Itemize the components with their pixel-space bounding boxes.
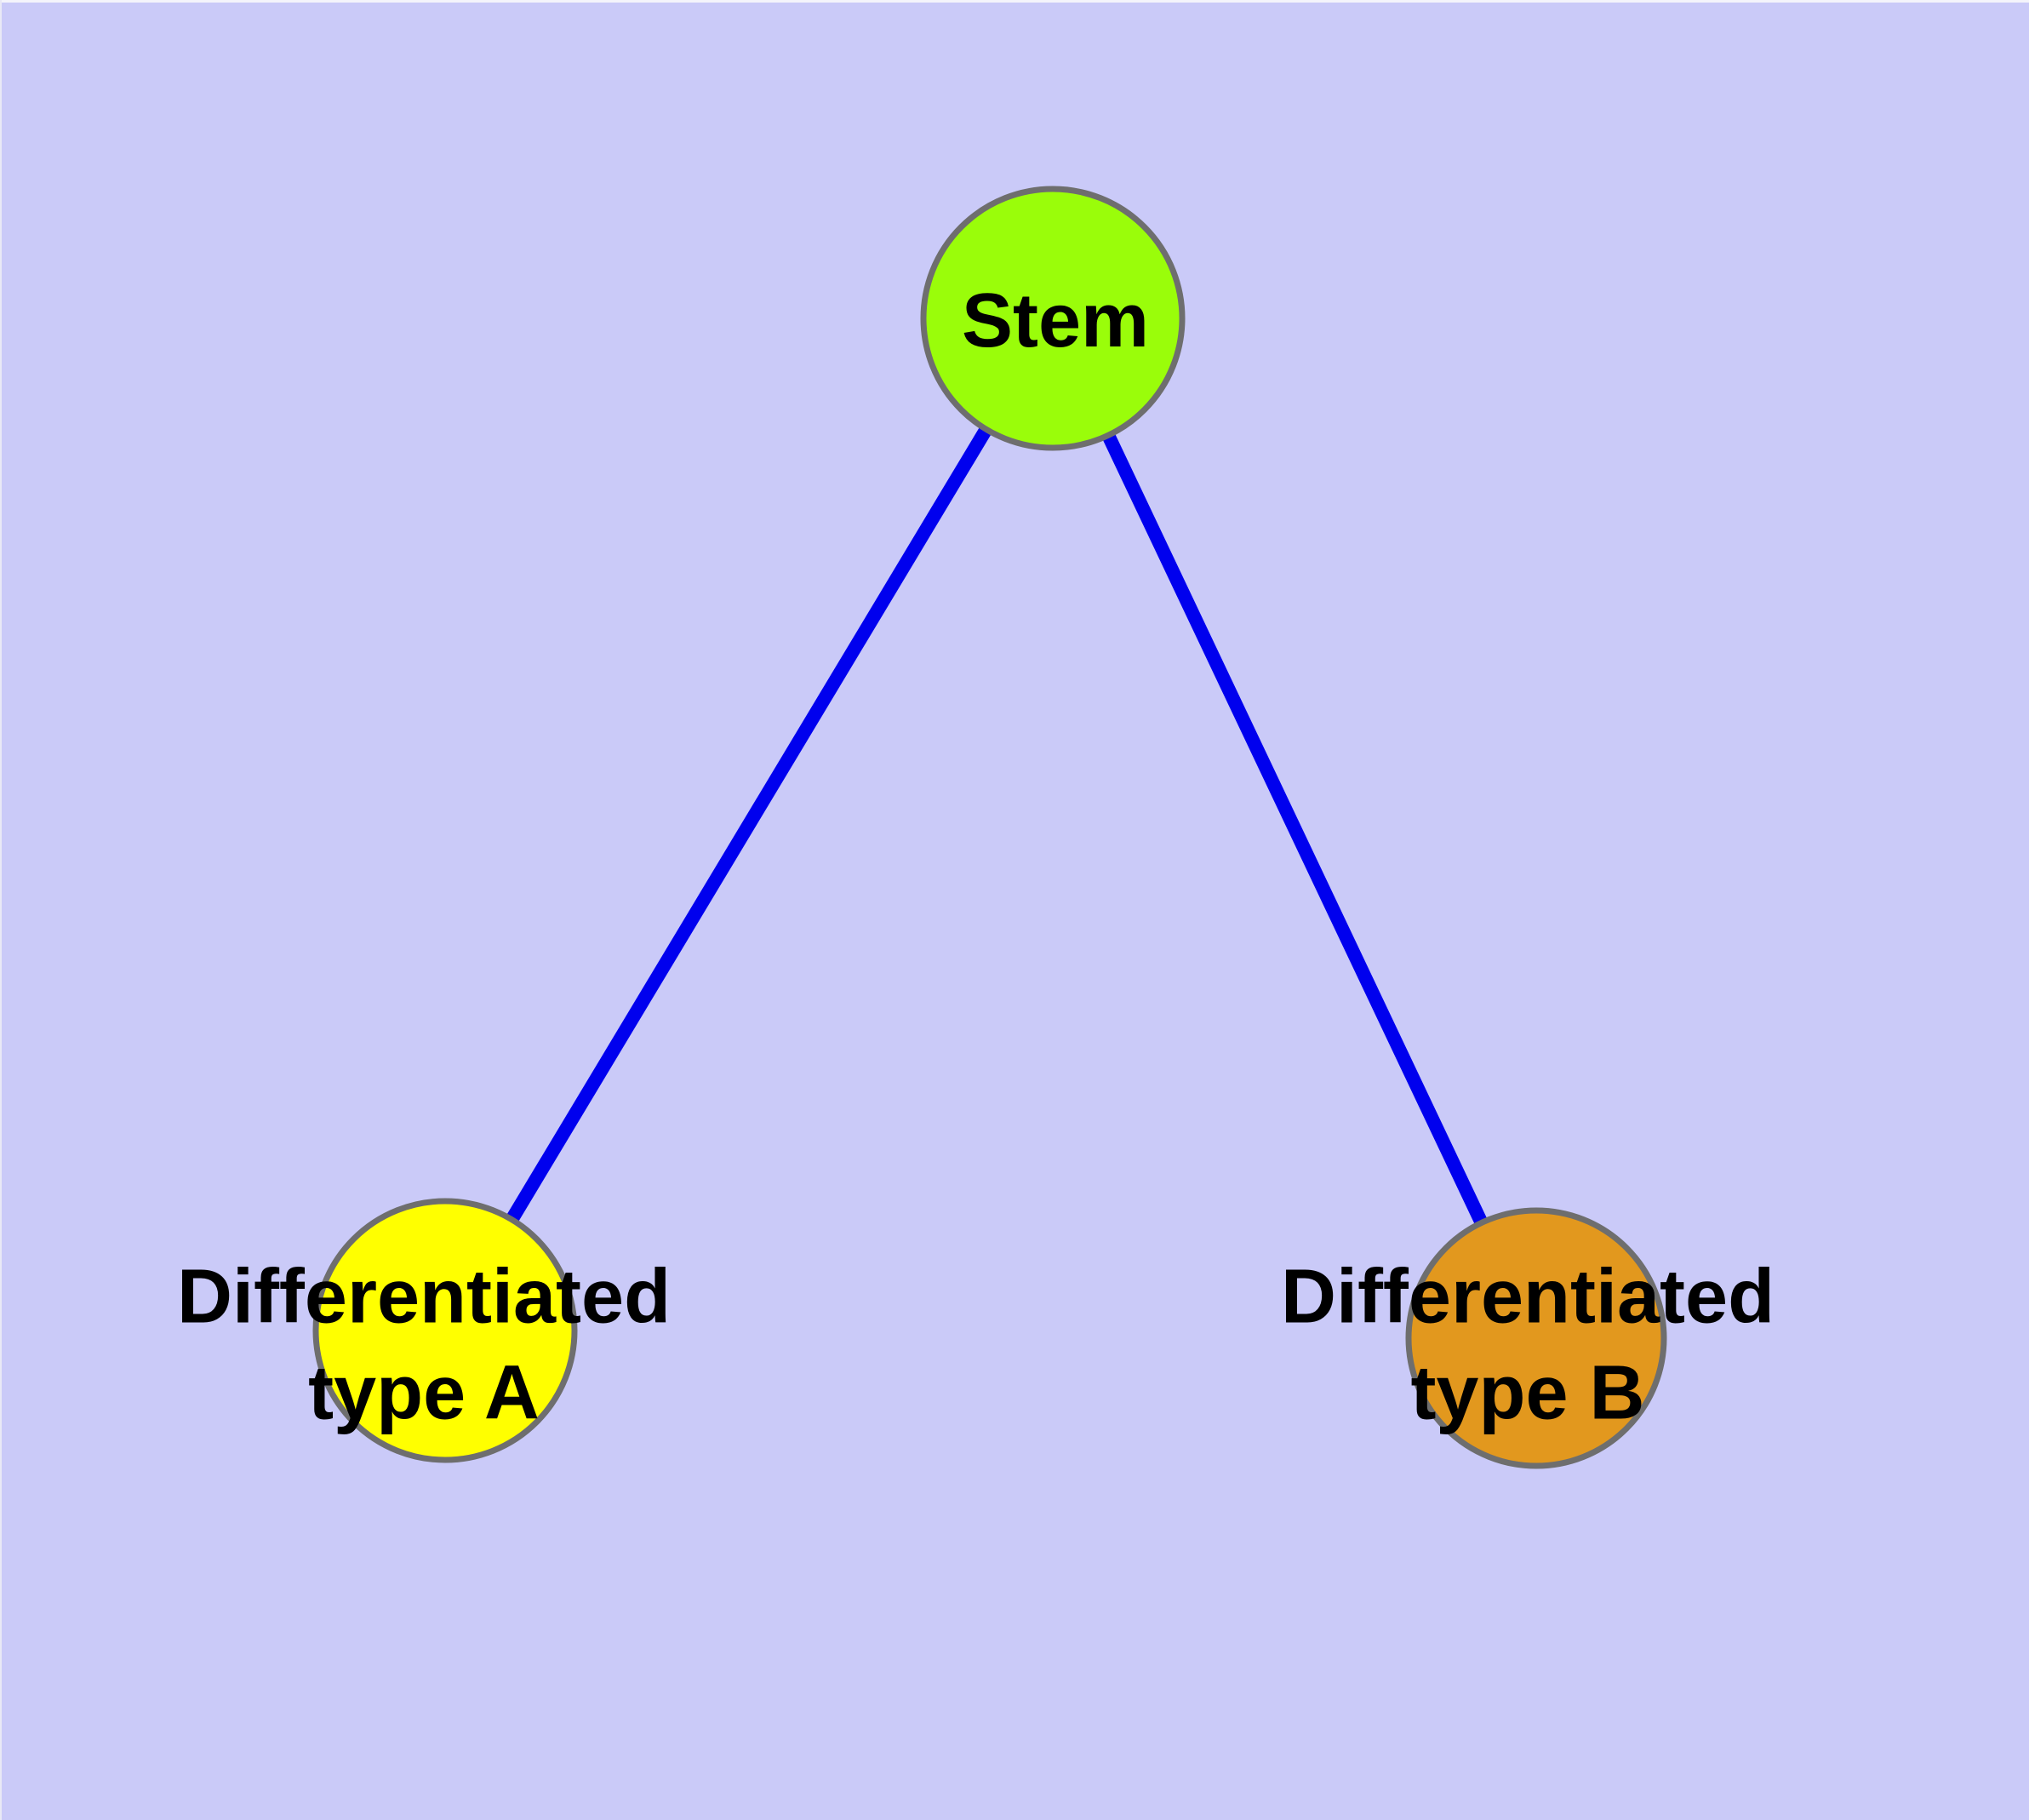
node-type-a-label-line2: type A <box>308 1350 540 1435</box>
edges-group <box>438 312 1543 1345</box>
window-top-edge-strip <box>0 0 2029 3</box>
node-type-a-label-line1: Differentiated <box>176 1254 672 1340</box>
edge-stem-to-type-b <box>1046 312 1543 1345</box>
node-type-a-label: Differentiated type A <box>177 1250 671 1441</box>
node-type-b-label: Differentiated type B <box>1281 1250 1775 1441</box>
edge-stem-to-type-a <box>438 312 1060 1337</box>
window-left-edge-strip <box>0 0 2 1820</box>
node-stem-label: Stem <box>962 273 1149 369</box>
node-type-b-label-line1: Differentiated <box>1280 1254 1775 1340</box>
node-type-a-circle <box>312 1198 578 1463</box>
nodes-group <box>312 186 1667 1469</box>
node-stem-label-text: Stem <box>961 278 1150 363</box>
node-stem-circle <box>920 186 1186 451</box>
node-type-b-label-line2: type B <box>1410 1350 1645 1435</box>
node-type-b-circle <box>1405 1207 1667 1469</box>
